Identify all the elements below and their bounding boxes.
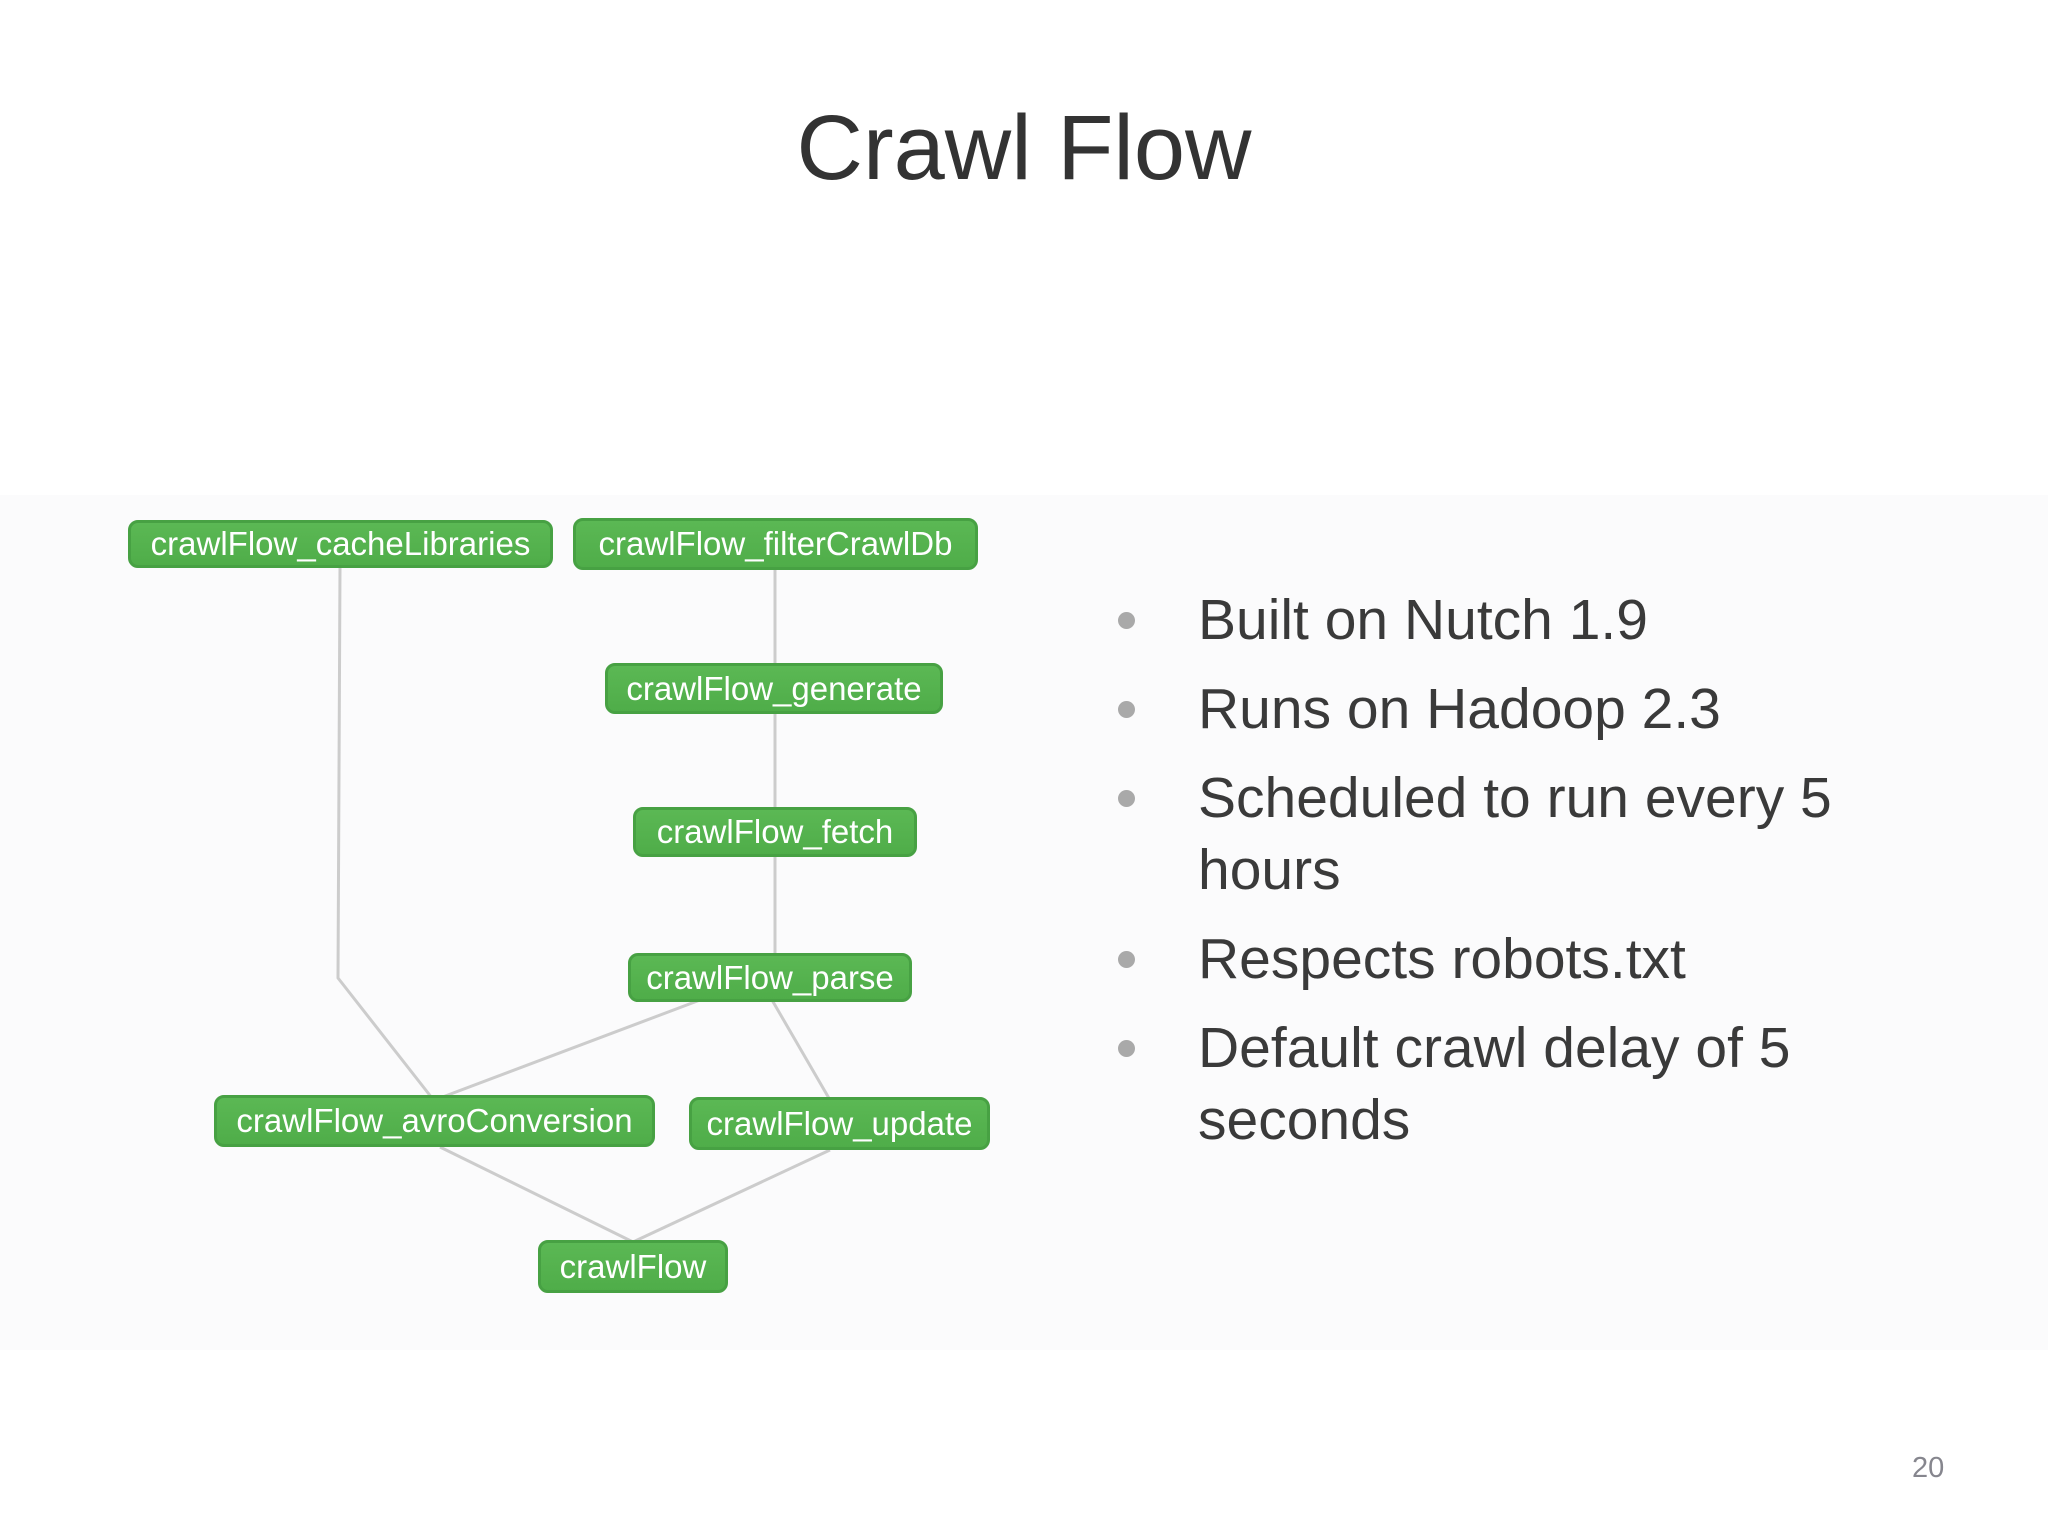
bullet-dot-icon [1118, 951, 1135, 968]
node-crawlFlow[interactable]: crawlFlow [538, 1240, 728, 1293]
bullet-list: Built on Nutch 1.9 Runs on Hadoop 2.3 Sc… [1100, 584, 1960, 1173]
bullet-text: Default crawl delay of 5 seconds [1198, 1016, 1791, 1152]
bullet-dot-icon [1118, 701, 1135, 718]
node-crawlFlow-avroConversion[interactable]: crawlFlow_avroConversion [214, 1095, 655, 1147]
diagram-background-band [0, 495, 2048, 1350]
edge-parse-update [770, 999, 832, 1101]
node-label: crawlFlow_fetch [656, 813, 894, 850]
node-label: crawlFlow_avroConversion [236, 1102, 633, 1139]
edge-parse-avroConversion [439, 998, 701, 1100]
bullet-item: Default crawl delay of 5 seconds [1100, 1012, 1960, 1156]
edge-update-crawlFlow [632, 1148, 831, 1244]
bullet-dot-icon [1118, 790, 1135, 807]
node-crawlFlow-cacheLibraries[interactable]: crawlFlow_cacheLibraries [128, 520, 553, 568]
bullet-dot-icon [1118, 612, 1135, 629]
node-crawlFlow-parse[interactable]: crawlFlow_parse [628, 953, 912, 1002]
diagram-edges [336, 567, 832, 1244]
node-crawlFlow-fetch[interactable]: crawlFlow_fetch [633, 807, 917, 857]
bullet-dot-icon [1118, 1040, 1135, 1057]
node-crawlFlow-update[interactable]: crawlFlow_update [689, 1097, 990, 1150]
node-label: crawlFlow_parse [646, 958, 894, 996]
crawl-flow-diagram: crawlFlow_cacheLibraries crawlFlow_filte… [0, 480, 1050, 1350]
page-number: 20 [1912, 1452, 1945, 1484]
node-label: crawlFlow_cacheLibraries [150, 525, 531, 562]
page-title: Crawl Flow [796, 97, 1252, 199]
bullet-text: Respects robots.txt [1198, 927, 1686, 991]
node-crawlFlow-filterCrawlDb[interactable]: crawlFlow_filterCrawlDb [573, 518, 978, 570]
edge-avroConversion-crawlFlow [439, 1145, 634, 1244]
bullet-item: Built on Nutch 1.9 [1100, 584, 1960, 656]
node-crawlFlow-generate[interactable]: crawlFlow_generate [605, 663, 943, 714]
bullet-text: Runs on Hadoop 2.3 [1198, 677, 1721, 741]
node-label: crawlFlow_filterCrawlDb [598, 525, 953, 562]
node-label: crawlFlow [559, 1247, 707, 1285]
node-label: crawlFlow_update [706, 1104, 973, 1142]
bullet-text: Scheduled to run every 5 hours [1198, 766, 1832, 902]
node-label: crawlFlow_generate [626, 669, 922, 707]
bullet-item: Scheduled to run every 5 hours [1100, 762, 1960, 906]
bullet-item: Respects robots.txt [1100, 923, 1960, 995]
bullet-item: Runs on Hadoop 2.3 [1100, 673, 1960, 745]
bullet-text: Built on Nutch 1.9 [1198, 588, 1648, 652]
edge-cacheLibraries-avroConversion [336, 567, 434, 1099]
